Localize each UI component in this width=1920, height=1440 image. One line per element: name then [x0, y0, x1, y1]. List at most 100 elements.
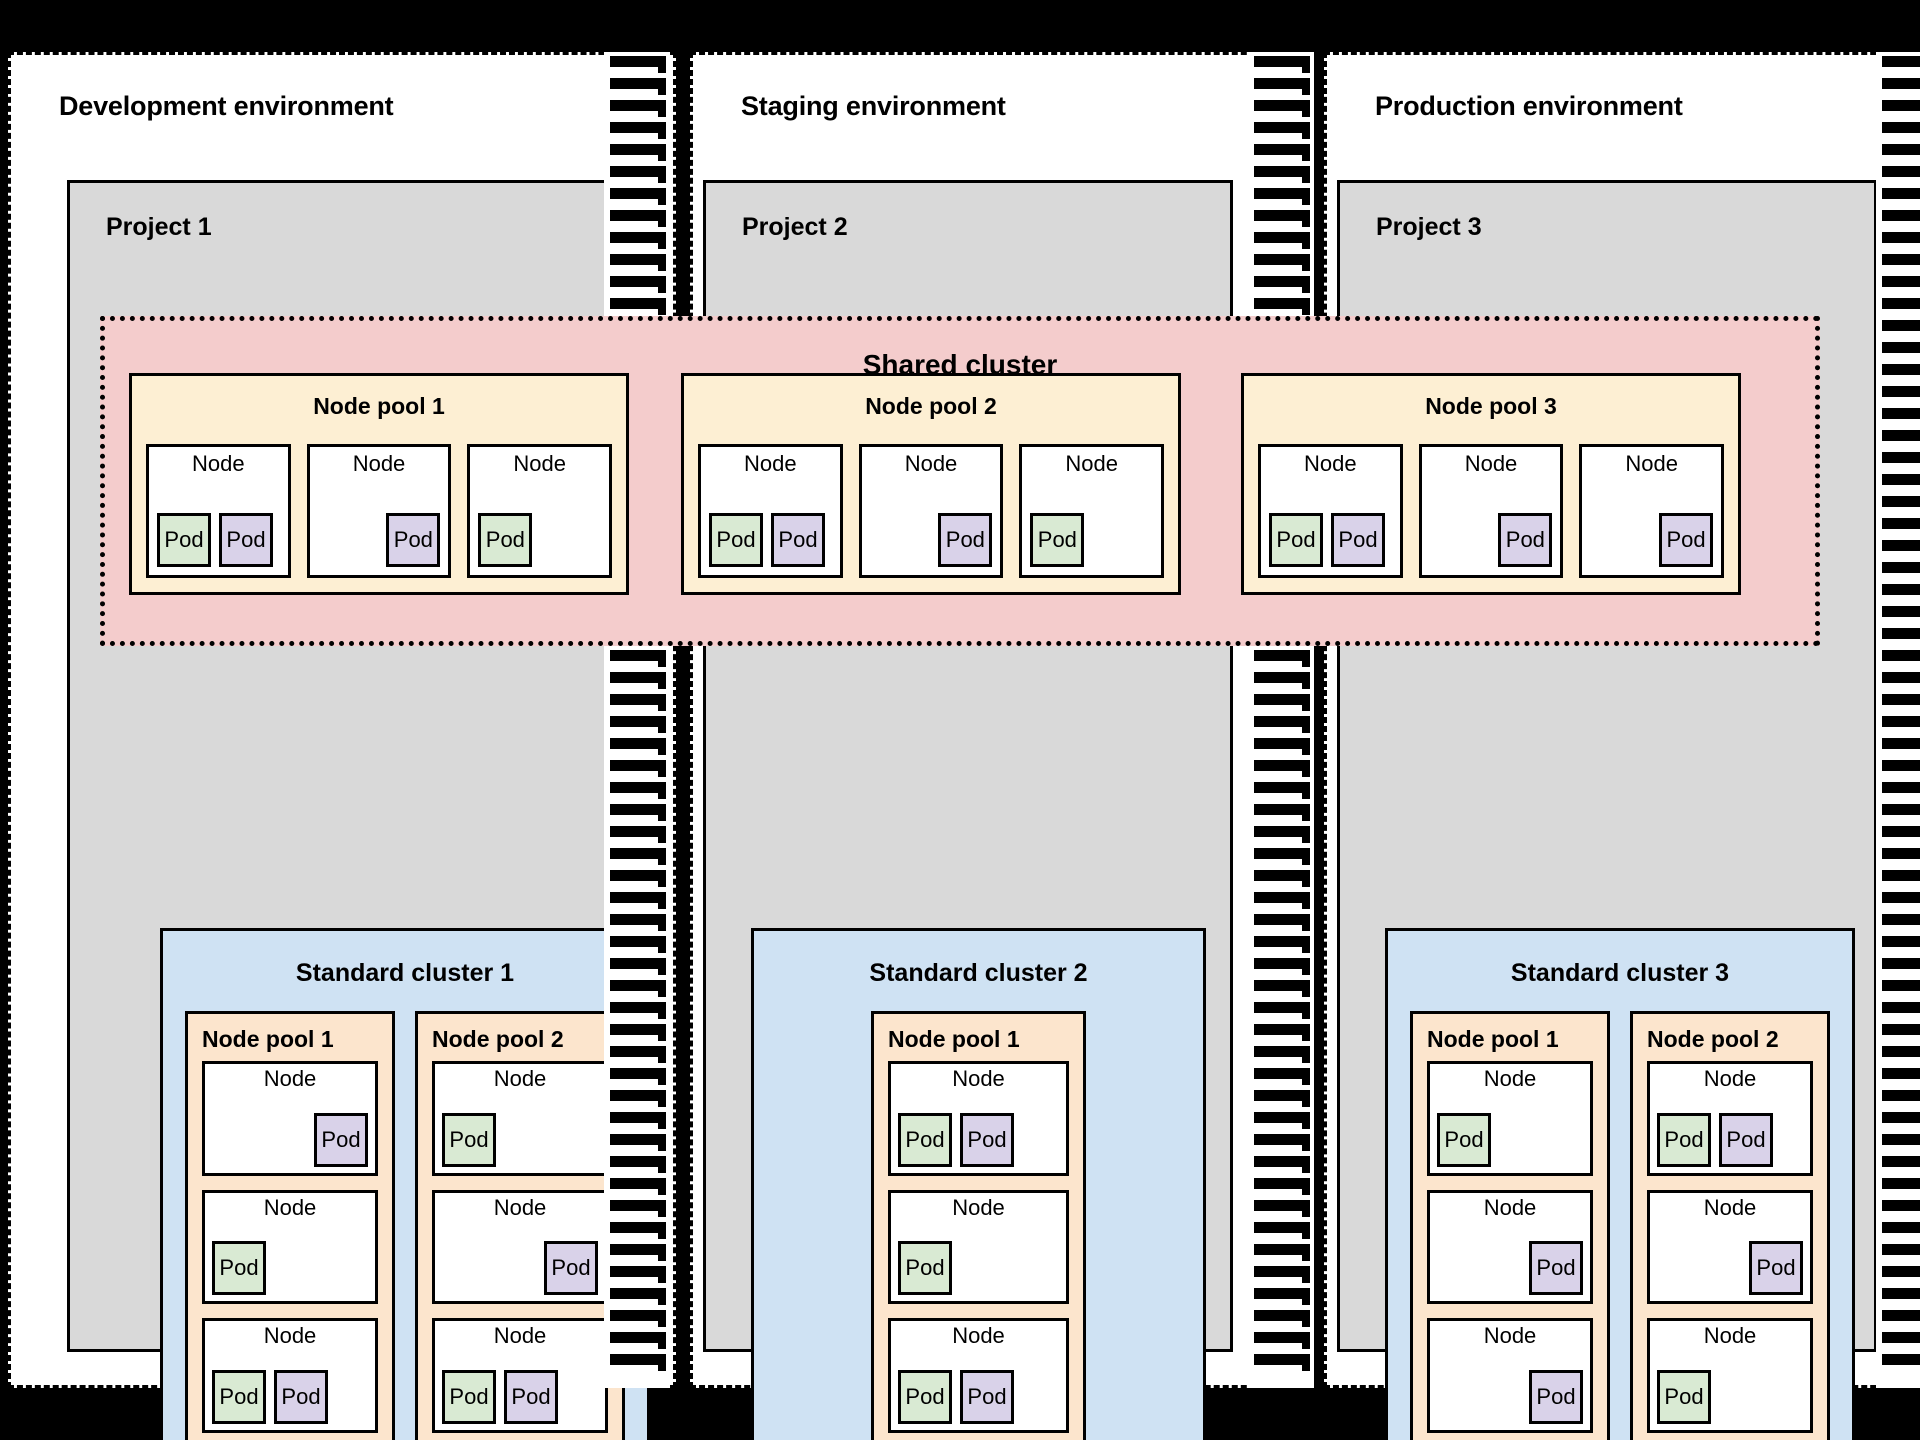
shared-node-pool-2: Node pool 2 Node Pod Pod Node Pod Node [681, 373, 1181, 595]
divider-rung [610, 958, 666, 975]
divider-rung [610, 1178, 666, 1195]
pod-list: Pod [435, 1220, 605, 1301]
environment-development: Development environment Project 1 Standa… [8, 52, 676, 1440]
node: Node Pod [1647, 1189, 1813, 1305]
divider-rung [1254, 1200, 1310, 1217]
divider-rung [610, 1156, 666, 1173]
environment-title-production: Production environment [1375, 91, 1683, 121]
pod-purple: Pod [314, 1112, 368, 1167]
divider-rung [1882, 364, 1920, 375]
divider-rung [1882, 496, 1920, 507]
environment-title-development: Development environment [59, 91, 394, 121]
node-label: Node [352, 451, 406, 476]
divider-rung [1254, 1332, 1310, 1349]
divider-rung [1254, 958, 1310, 975]
divider-rung [610, 1024, 666, 1041]
divider-rung [1254, 276, 1310, 293]
node-list: Node Pod Pod Node Pod Node Pod [146, 444, 613, 578]
divider-rung [1254, 1156, 1310, 1173]
standard-cluster-1-pools: Node pool 1 Node Pod Node [185, 1011, 625, 1440]
divider-rung [1254, 56, 1310, 73]
divider-rung [1254, 188, 1310, 205]
divider-rung [1882, 1288, 1920, 1299]
project-title-1: Project 1 [106, 213, 212, 241]
divider-rung [610, 1090, 666, 1107]
divider-rung [610, 276, 666, 293]
node-pool-title: Node pool 1 [313, 393, 445, 419]
shared-node-pool-3: Node pool 3 Node Pod Pod Node Pod Node [1241, 373, 1741, 595]
divider-rung [1882, 826, 1920, 837]
node-list: Node Pod Node Pod [1427, 1061, 1593, 1434]
divider-rung [1254, 716, 1310, 733]
divider-rung [610, 870, 666, 887]
divider-rung [610, 980, 666, 997]
divider-rung [610, 232, 666, 249]
divider-rung [1254, 122, 1310, 139]
divider-rung [610, 1134, 666, 1151]
environment-divider-1 [604, 52, 670, 1388]
divider-rung [1254, 848, 1310, 865]
divider-rung [1882, 1002, 1920, 1013]
divider-rung [610, 254, 666, 271]
divider-rung [1882, 892, 1920, 903]
divider-rung [1882, 232, 1920, 243]
divider-rung [610, 760, 666, 777]
node-list: Node Pod Pod Node Pod [888, 1061, 1069, 1434]
node-pool-dev-std-1: Node pool 1 Node Pod Node [185, 1011, 395, 1440]
node-label: Node [952, 1066, 1005, 1091]
divider-rung [610, 1354, 666, 1371]
divider-rung [1882, 386, 1920, 397]
node: Node Pod Pod [1647, 1061, 1813, 1176]
node: Node Pod Pod [202, 1318, 378, 1434]
environment-production: Production environment Project 3 Standar… [1324, 52, 1912, 1440]
node-label: Node [1625, 451, 1678, 476]
divider-rung [1882, 1112, 1920, 1123]
node-label: Node [904, 451, 958, 476]
pod-list: Pod Pod [435, 1349, 605, 1430]
divider-rung [610, 782, 666, 799]
divider-rung [610, 716, 666, 733]
shared-node-pool-1: Node pool 1 Node Pod Pod Node Pod Node [129, 373, 629, 595]
divider-rung [1254, 1090, 1310, 1107]
node-list: Node Pod Pod Node Pod Node Pod [698, 444, 1165, 578]
divider-rung [1882, 584, 1920, 595]
divider-rung [1882, 408, 1920, 419]
divider-rung [1254, 936, 1310, 953]
divider-rung [610, 672, 666, 689]
node: Node Pod [432, 1061, 608, 1176]
node-label: Node [952, 1323, 1005, 1349]
project-title-3: Project 3 [1376, 213, 1482, 241]
node-label: Node [263, 1194, 317, 1220]
pod-purple: Pod [1749, 1241, 1803, 1296]
divider-rung [1882, 122, 1920, 133]
node: Node Pod Pod [888, 1061, 1069, 1176]
node-label: Node [1483, 1323, 1537, 1349]
divider-rung [610, 1310, 666, 1327]
divider-rung [1254, 1244, 1310, 1261]
node-pool-title: Node pool 2 [865, 393, 997, 419]
node-list: Node Pod Pod Node Pod Node Pod [1258, 444, 1725, 578]
pod-green: Pod [898, 1112, 952, 1167]
node-pool-stg-std-1: Node pool 1 Node Pod Pod Node [871, 1011, 1086, 1440]
pod-list: Pod [1430, 1091, 1590, 1172]
node: Node Pod [467, 444, 613, 578]
divider-rung [610, 914, 666, 931]
divider-rung [610, 100, 666, 117]
divider-rung [1254, 782, 1310, 799]
divider-rung [1254, 1288, 1310, 1305]
divider-rung [610, 1002, 666, 1019]
pod-purple: Pod [219, 513, 273, 567]
node: Node Pod Pod [1258, 444, 1403, 578]
divider-rung [1882, 1200, 1920, 1211]
node-list: Node Pod Pod Node Pod [1647, 1061, 1813, 1434]
divider-rung [610, 694, 666, 711]
pod-green: Pod [442, 1370, 496, 1425]
divider-rung [1254, 210, 1310, 227]
pod-list: Pod [435, 1091, 605, 1172]
node-label: Node [493, 1066, 547, 1091]
pod-purple: Pod [504, 1370, 558, 1425]
node-label: Node [263, 1066, 317, 1091]
node-pool-title: Node pool 3 [1425, 393, 1557, 419]
divider-rung [1254, 1112, 1310, 1129]
divider-rung [1882, 298, 1920, 309]
